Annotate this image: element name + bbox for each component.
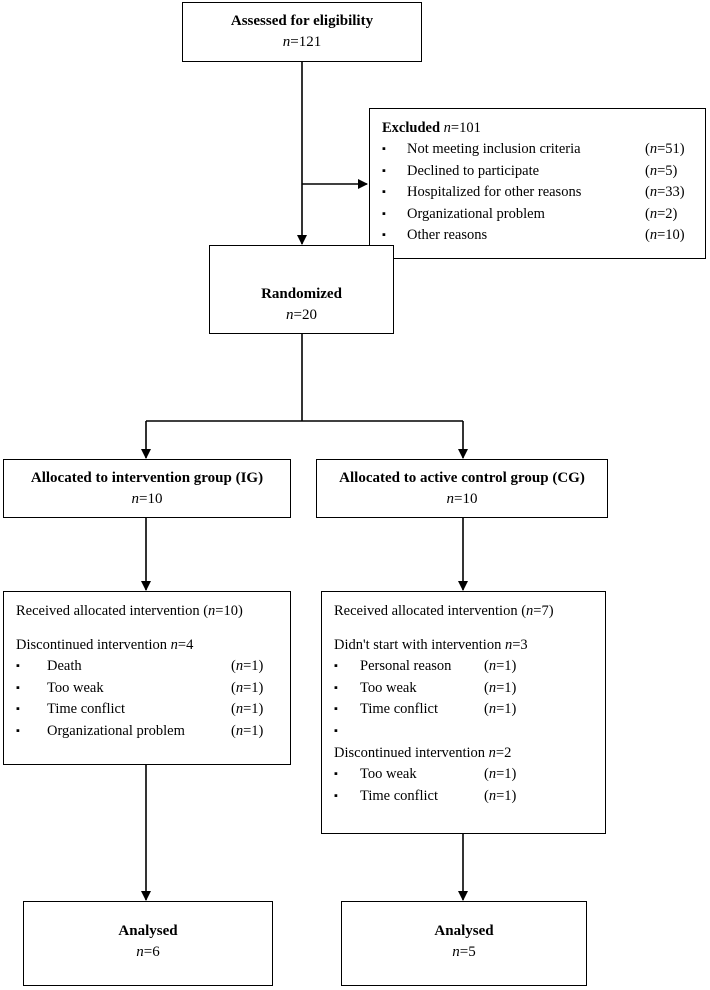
cg-received-box: Received allocated intervention (n=7) Di…	[321, 591, 606, 834]
cg-discontinued-item: ▪Time conflict(n=1)	[334, 787, 517, 804]
ig-analysed-count: n=6	[136, 944, 160, 960]
ig-allocation-box: Allocated to intervention group (IG) n=1…	[3, 459, 291, 518]
ig-discontinued-item: ▪Too weak(n=1)	[16, 679, 264, 696]
excluded-header: Excluded n=101	[382, 120, 481, 136]
cg-allocation-title: Allocated to active control group (CG)	[339, 470, 585, 486]
randomized-box: Randomized n=20	[209, 245, 394, 334]
ig-analysed-box: Analysed n=6	[23, 901, 273, 986]
excluded-item: ▪Other reasons(n=10)	[382, 227, 685, 243]
randomized-count: n=20	[286, 307, 317, 323]
excluded-item: ▪Hospitalized for other reasons(n=33)	[382, 184, 685, 200]
assessed-box: Assessed for eligibility n=121	[182, 2, 422, 62]
assessed-count: n=121	[282, 34, 322, 50]
ig-discontinued-item: ▪Death(n=1)	[16, 658, 264, 674]
cg-didnt-start-item: ▪Personal reason(n=1)	[334, 658, 517, 674]
excluded-box: Excluded n=101 ▪Not meeting inclusion cr…	[369, 108, 706, 259]
cg-didnt-start-item: ▪Time conflict(n=1)	[334, 701, 517, 717]
cg-analysed-count: n=5	[452, 944, 476, 960]
cg-didnt-start-header: Didn't start with intervention n=3	[334, 637, 528, 653]
ig-received-line: Received allocated intervention (n=10)	[16, 603, 243, 619]
cg-didnt-start-item: ▪Too weak(n=1)	[334, 679, 517, 696]
ig-allocation-title: Allocated to intervention group (IG)	[30, 470, 264, 486]
ig-analysed-title: Analysed	[118, 923, 178, 939]
assessed-title: Assessed for eligibility	[230, 13, 374, 29]
ig-allocation-count: n=10	[131, 491, 163, 507]
randomized-title: Randomized	[261, 286, 342, 302]
cg-discontinued-header: Discontinued intervention n=2	[334, 745, 512, 761]
ig-received-box: Received allocated intervention (n=10) D…	[3, 591, 291, 765]
excluded-item: ▪Declined to participate(n=5)	[382, 162, 678, 179]
cg-allocation-box: Allocated to active control group (CG) n…	[316, 459, 608, 518]
cg-allocation-count: n=10	[446, 491, 478, 507]
cg-discontinued-item: ▪Too weak(n=1)	[334, 766, 517, 782]
excluded-item: ▪Not meeting inclusion criteria(n=51)	[382, 141, 685, 157]
cg-received-line: Received allocated intervention (n=7)	[334, 603, 554, 619]
ig-discontinued-item: ▪Time conflict(n=1)	[16, 701, 264, 717]
cg-analysed-box: Analysed n=5	[341, 901, 587, 986]
ig-discontinued-item: ▪Organizational problem(n=1)	[16, 722, 264, 739]
ig-discontinued-header: Discontinued intervention n=4	[16, 637, 194, 653]
excluded-count: =101	[450, 120, 481, 136]
cg-analysed-title: Analysed	[434, 923, 494, 939]
excluded-title: Excluded	[382, 120, 441, 136]
cg-empty-bullet: ▪	[334, 724, 338, 737]
excluded-item: ▪Organizational problem(n=2)	[382, 205, 678, 222]
